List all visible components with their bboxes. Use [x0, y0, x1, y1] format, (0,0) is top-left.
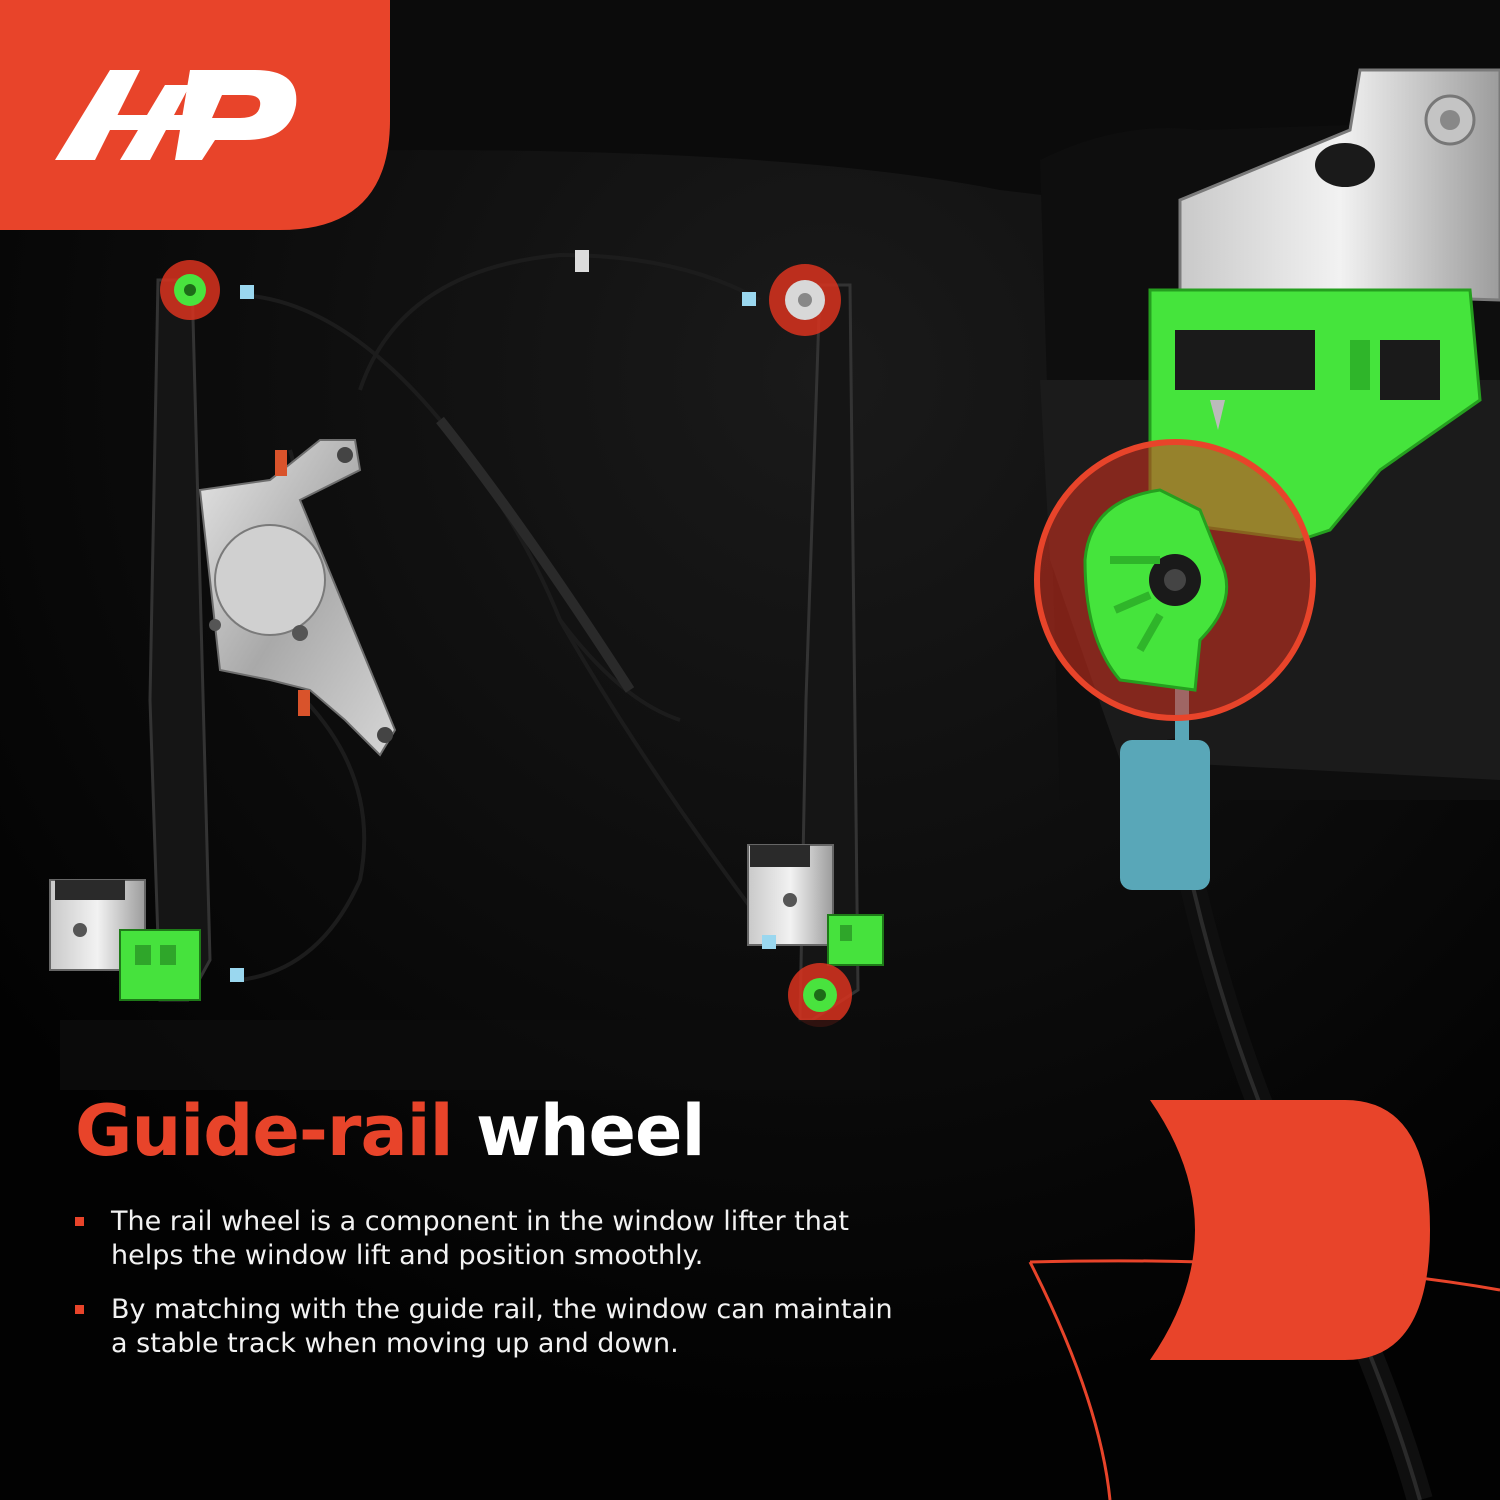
- cable-end-cap: [1120, 740, 1210, 890]
- headline-accent: Guide-rail: [75, 1090, 454, 1172]
- bottom-right-pulley: [788, 963, 852, 1027]
- headline: Guide-rail wheel: [75, 1090, 706, 1172]
- gear-bolt: [292, 625, 308, 641]
- headline-plain: wheel: [476, 1090, 705, 1172]
- cable-end-right: [742, 292, 756, 306]
- top-left-pulley: [160, 260, 220, 320]
- feature-text: By matching with the guide rail, the win…: [111, 1294, 893, 1359]
- feature-text: The rail wheel is a component in the win…: [111, 1206, 849, 1271]
- feature-item: By matching with the guide rail, the win…: [75, 1293, 905, 1361]
- tension-spring-lower: [298, 690, 310, 716]
- decorative-arc-lower: [1028, 1261, 1112, 1500]
- feature-item: The rail wheel is a component in the win…: [75, 1205, 905, 1273]
- plate-mount-hole-lower: [377, 727, 393, 743]
- top-right-pulley: [769, 264, 841, 336]
- tension-spring-upper: [275, 450, 287, 476]
- guide-wheel-highlight-icon: [1034, 439, 1316, 721]
- bullet-square-icon: [75, 1217, 84, 1226]
- cable-end-bottom-left: [230, 968, 244, 982]
- cable-sheath: [436, 416, 635, 693]
- bottom-right-carriage: [747, 844, 884, 966]
- feature-list: The rail wheel is a component in the win…: [75, 1205, 905, 1381]
- cable-end-bottom-right: [762, 935, 776, 949]
- plate-mount-hole: [337, 447, 353, 463]
- bottom-left-carriage: [49, 879, 201, 1001]
- decorative-arc: [1029, 1259, 1500, 1292]
- regulator-cables: [239, 252, 762, 982]
- brand-logo: [55, 70, 297, 160]
- gear-housing: [214, 524, 326, 636]
- cable-end-left: [240, 285, 254, 299]
- product-reflection: [60, 1020, 880, 1090]
- plate-bolt: [209, 619, 221, 631]
- bullet-square-icon: [75, 1305, 84, 1314]
- cable-clip: [575, 250, 589, 272]
- brand-d-shape: [1150, 1100, 1430, 1360]
